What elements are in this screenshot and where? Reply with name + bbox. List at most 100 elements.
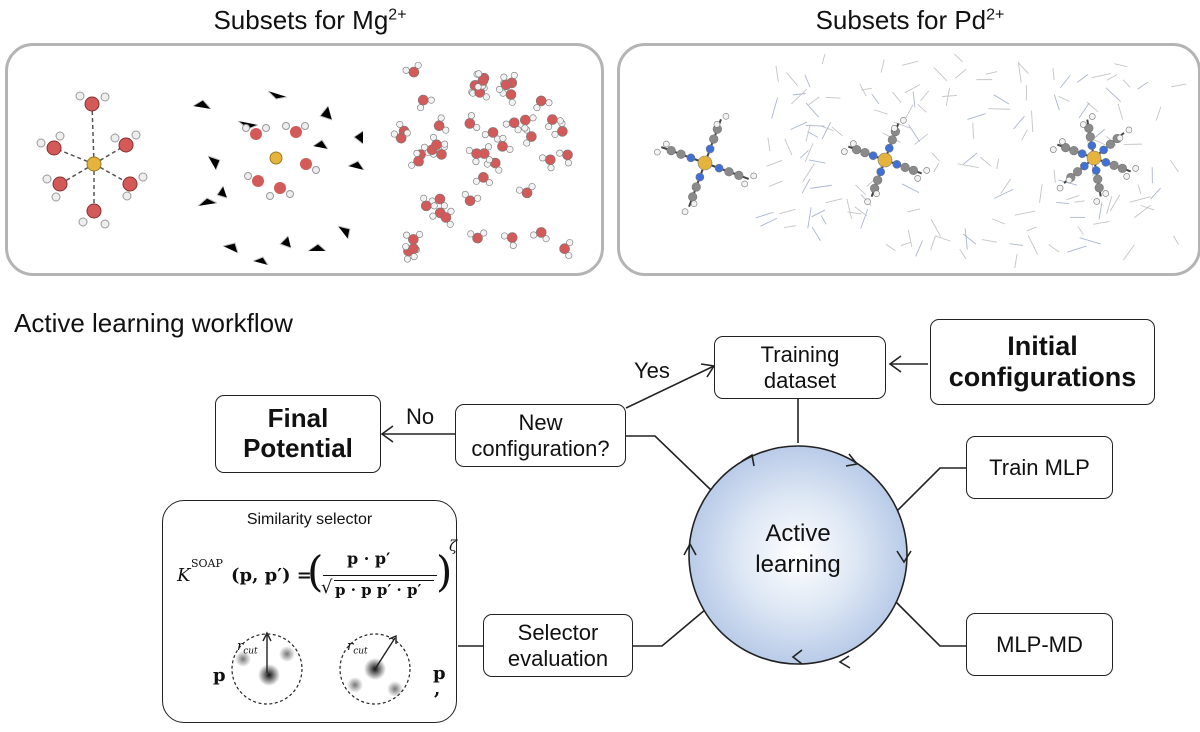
active-line2: learning bbox=[755, 551, 841, 579]
nitrogen-atom bbox=[1101, 158, 1111, 167]
active-learning-circle bbox=[688, 445, 908, 665]
water-hydrogen bbox=[467, 230, 475, 238]
formula-sqrt: √ bbox=[321, 577, 333, 598]
hydrogen-atom bbox=[1093, 198, 1101, 205]
training-dataset-box: Training dataset bbox=[714, 336, 886, 399]
train-mlp-label: Train MLP bbox=[989, 454, 1090, 480]
hydrogen-atom bbox=[1056, 184, 1064, 192]
rcut-right-r: r bbox=[347, 639, 354, 654]
mg-title-sup: 2+ bbox=[388, 6, 407, 24]
water-hydrogen bbox=[506, 145, 514, 153]
water-hydrogen bbox=[429, 133, 437, 141]
hydrogen-atom bbox=[841, 148, 848, 155]
carbon-atom bbox=[1105, 139, 1116, 149]
training-line1: Training bbox=[760, 342, 840, 368]
pd-solvent-lines bbox=[755, 53, 1187, 269]
water-hydrogen bbox=[472, 177, 480, 185]
water-oxygen bbox=[521, 187, 533, 199]
pd-cluster-1 bbox=[654, 113, 757, 215]
mg-subsets-title: Subsets for Mg2+ bbox=[110, 5, 510, 36]
mg-subsets-panel bbox=[5, 43, 604, 276]
water-hydrogen bbox=[496, 85, 504, 93]
water-hydrogen bbox=[413, 149, 421, 157]
hydrogen-atom bbox=[663, 140, 670, 148]
soap-neighborhood-right bbox=[339, 633, 411, 705]
hydrogen-atom bbox=[1116, 134, 1124, 142]
rcut-left-sub: cut bbox=[243, 646, 258, 657]
selector-evaluation-box: Selector evaluation bbox=[483, 614, 633, 677]
selector-line1: Selector bbox=[517, 620, 599, 646]
hydrogen-atom bbox=[1050, 146, 1057, 153]
active-learning-label: Active learning bbox=[713, 518, 883, 580]
final-line2: Potential bbox=[243, 433, 353, 463]
formula-close-paren: ) bbox=[436, 547, 453, 596]
edge-circle-selector bbox=[632, 603, 713, 647]
water-hydrogen bbox=[427, 96, 435, 104]
water-hydrogen bbox=[414, 61, 422, 69]
circle-arrow-top-right bbox=[845, 453, 859, 467]
carbon-atom bbox=[1084, 123, 1094, 133]
nitrogen-atom bbox=[1087, 141, 1097, 150]
pd-atom bbox=[877, 152, 893, 168]
formula-sqrt-bar bbox=[334, 580, 434, 582]
hydrogen-atom bbox=[1059, 138, 1066, 145]
hydrogen-atom bbox=[690, 200, 698, 207]
water-hydrogen bbox=[447, 207, 455, 215]
p-label-left: p bbox=[213, 665, 226, 686]
hydrogen-atom bbox=[750, 172, 757, 180]
formula-exponent: ζ bbox=[449, 537, 458, 555]
rcut-left-r: r bbox=[237, 639, 244, 654]
nitrogen-atom bbox=[892, 160, 902, 169]
water-hydrogen bbox=[474, 194, 482, 202]
initial-line1: Initial bbox=[1007, 330, 1078, 361]
carbon-atom bbox=[1060, 143, 1071, 153]
water-hydrogen bbox=[556, 117, 564, 125]
water-hydrogen bbox=[529, 114, 537, 122]
carbon-atom bbox=[900, 162, 910, 172]
circle-arrow-right bbox=[896, 550, 912, 564]
water-hydrogen bbox=[545, 123, 553, 131]
carbon-atom bbox=[1069, 146, 1079, 156]
nitrogen-atom bbox=[1077, 149, 1087, 158]
edge-newconfig-training bbox=[625, 365, 715, 409]
carbon-atom bbox=[734, 170, 744, 180]
water-hydrogen bbox=[402, 66, 410, 74]
water-hydrogen bbox=[441, 140, 449, 148]
water-hydrogen bbox=[500, 232, 508, 240]
carbon-atom bbox=[873, 175, 883, 185]
training-line2: dataset bbox=[763, 367, 837, 393]
water-hydrogen bbox=[556, 149, 564, 157]
hydrogen-atom bbox=[900, 117, 907, 124]
formula-args: (p, p′) = bbox=[231, 565, 312, 586]
water-oxygen bbox=[526, 131, 537, 142]
formula-sup: SOAP bbox=[191, 557, 223, 570]
water-oxygen bbox=[395, 132, 407, 144]
arrowhead-no bbox=[380, 425, 394, 443]
edge-circle-newconfig bbox=[626, 435, 712, 491]
water-hydrogen bbox=[421, 143, 429, 151]
hydrogen-atom bbox=[1079, 121, 1087, 128]
water-hydrogen bbox=[408, 161, 416, 169]
water-hydrogen bbox=[475, 70, 483, 78]
water-oxygen bbox=[535, 227, 547, 238]
water-hydrogen bbox=[547, 164, 555, 172]
nitrogen-atom bbox=[885, 143, 894, 153]
carbon-atom bbox=[1094, 183, 1104, 193]
mlp-md-label: MLP-MD bbox=[996, 631, 1083, 657]
workflow-title: Active learning workflow bbox=[14, 308, 293, 338]
pd-atom bbox=[697, 155, 713, 171]
selector-line2: evaluation bbox=[507, 645, 609, 671]
water-hydrogen bbox=[472, 158, 480, 166]
soap-density-illustration bbox=[231, 631, 411, 705]
carbon-atom bbox=[709, 134, 719, 144]
water-hydrogen bbox=[502, 120, 510, 128]
water-hydrogen bbox=[545, 99, 553, 107]
water-hydrogen bbox=[417, 104, 425, 112]
hydrogen-atom bbox=[914, 175, 921, 182]
arrowhead-initial-training bbox=[888, 355, 902, 373]
water-hydrogen bbox=[542, 235, 550, 243]
similarity-selector-box: Similarity selector K SOAP (p, p′) = ( p… bbox=[162, 500, 457, 723]
final-potential-box: Final Potential bbox=[215, 395, 381, 473]
water-hydrogen bbox=[403, 129, 411, 137]
newconfig-line2: configuration? bbox=[471, 435, 610, 461]
